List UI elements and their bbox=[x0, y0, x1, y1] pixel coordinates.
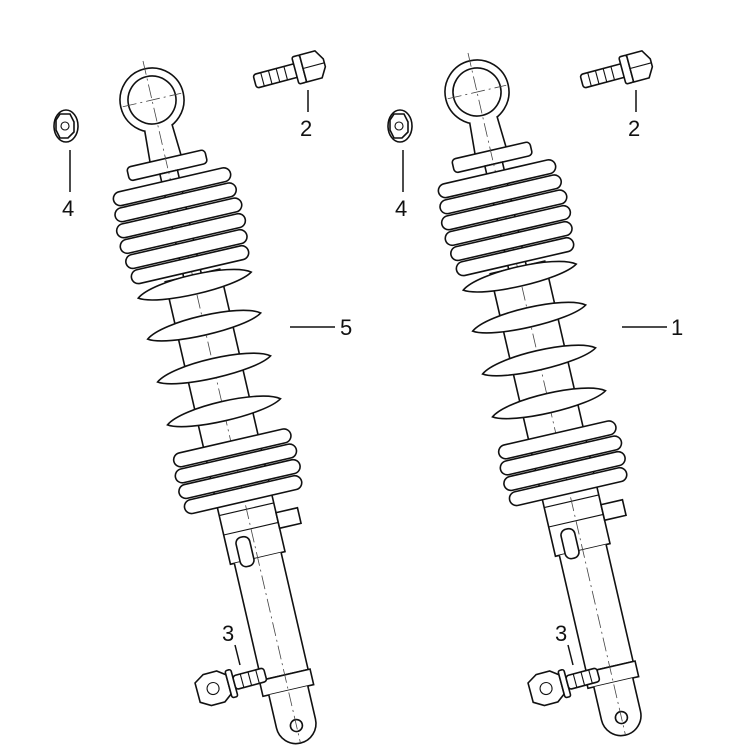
callout-left-bolt-top: 2 bbox=[300, 116, 312, 141]
callout-right-nut: 4 bbox=[395, 196, 407, 221]
leader-lines bbox=[69, 90, 667, 666]
flange-nut-right bbox=[387, 109, 413, 143]
callout-left-nut: 4 bbox=[62, 196, 74, 221]
bolt-top-right bbox=[577, 48, 656, 96]
bolt-top-left bbox=[250, 48, 329, 96]
callout-left-bolt-bottom: 3 bbox=[222, 621, 234, 646]
callout-left-shock: 5 bbox=[340, 315, 352, 340]
callout-right-bolt-bottom: 3 bbox=[555, 621, 567, 646]
flange-nut-left bbox=[53, 109, 79, 143]
callout-right-bolt-top: 2 bbox=[628, 116, 640, 141]
shock-absorber-right bbox=[404, 37, 689, 747]
callout-right-shock: 1 bbox=[671, 315, 683, 340]
